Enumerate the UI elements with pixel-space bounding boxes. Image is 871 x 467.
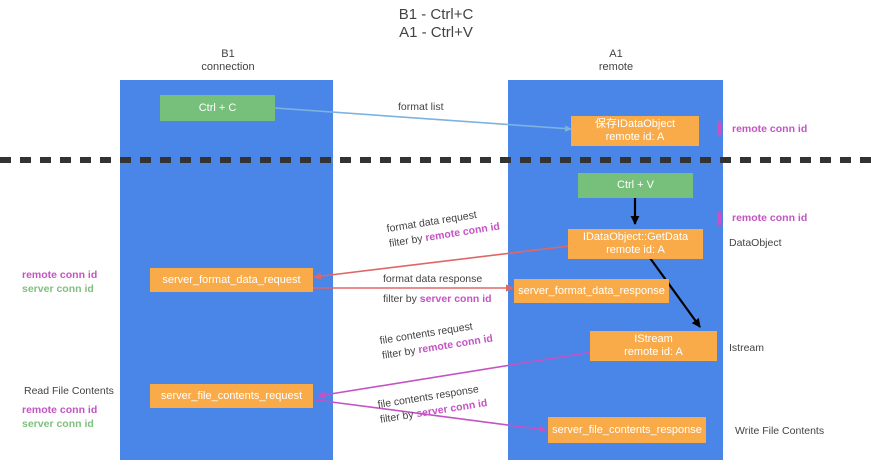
node-ctrl-c-label: Ctrl + C (198, 101, 237, 114)
page-title: B1 - Ctrl+C A1 - Ctrl+V (316, 6, 556, 42)
node-server-format-data-request-label: server_format_data_request (162, 273, 301, 286)
annotation-left-remote-conn-id-mid: remote conn id (22, 269, 98, 281)
node-ctrl-v-label: Ctrl + V (617, 179, 654, 191)
column-header-b1: B1 connection (148, 48, 308, 74)
edge-label-format-data-request: format data request filter by remote con… (386, 205, 501, 252)
annotation-left-server-conn-id-mid: server conn id (22, 283, 94, 295)
node-save-idataobject-line2: remote id: A (605, 131, 665, 143)
annotation-left-server-conn-id-bot: server conn id (22, 418, 94, 430)
edge-label-format-list-text: format list (398, 101, 444, 113)
annotation-read-file-contents: Read File Contents (24, 384, 114, 398)
edge-label-format-data-response-filter: filter by server conn id (383, 287, 492, 307)
annotation-remote-conn-id-mid-text: remote conn id (732, 212, 808, 224)
annotation-write-file-contents-text: Write File Contents (735, 425, 825, 437)
column-header-a1-sub: remote (598, 61, 634, 73)
annotation-dataobject: DataObject (729, 236, 782, 250)
node-server-file-contents-response-label: server_file_contents_response (552, 423, 702, 436)
annotation-read-file-contents-text: Read File Contents (24, 385, 114, 397)
annotation-remote-conn-id-top-text: remote conn id (732, 123, 808, 135)
node-istream-line2: remote id: A (624, 346, 683, 358)
edge-label-format-data-response: format data response filter by server co… (383, 272, 492, 307)
edge-label-file-contents-response: file contents response filter by server … (377, 381, 489, 428)
annotation-remote-conn-id-mid: remote conn id (732, 211, 807, 225)
node-server-format-data-response[interactable]: server_format_data_response (514, 279, 669, 303)
node-istream-line1: IStream (634, 333, 673, 345)
annotation-left-remote-conn-id-bot: remote conn id (22, 404, 98, 416)
column-header-a1-name: A1 (609, 48, 623, 60)
node-getdata-line2: remote id: A (606, 244, 665, 256)
node-server-file-contents-response[interactable]: server_file_contents_response (548, 417, 706, 443)
node-server-file-contents-request-label: server_file_contents_request (160, 389, 303, 402)
node-server-file-contents-request[interactable]: server_file_contents_request (150, 384, 313, 408)
node-save-idataobject-line1: 保存IDataObject (594, 118, 676, 130)
node-save-idataobject[interactable]: 保存IDataObject remote id: A (571, 116, 699, 146)
annotation-conn-ids-bottom: remote conn id server conn id (22, 403, 97, 431)
node-idataobject-getdata[interactable]: IDataObject::GetData remote id: A (568, 229, 703, 259)
node-istream[interactable]: IStream remote id: A (590, 331, 717, 361)
annotation-istream: Istream (729, 341, 764, 355)
edge-label-format-data-response-text: format data response (383, 273, 483, 285)
edge-label-file-contents-request: file contents request filter by remote c… (379, 317, 494, 364)
node-ctrl-v[interactable]: Ctrl + V (578, 173, 693, 198)
column-header-b1-sub: connection (201, 61, 255, 73)
node-server-format-data-request[interactable]: server_format_data_request (150, 268, 313, 292)
filter-key-server-conn-id: server conn id (419, 293, 492, 305)
annotation-dataobject-text: DataObject (729, 237, 782, 249)
node-ctrl-c[interactable]: Ctrl + C (160, 95, 275, 121)
column-header-b1-name: B1 (221, 48, 235, 60)
annotation-remote-conn-id-top: remote conn id (732, 122, 807, 136)
column-header-a1: A1 remote (536, 48, 696, 74)
title-line-1: B1 - Ctrl+C (398, 6, 474, 23)
title-line-2: A1 - Ctrl+V (399, 24, 473, 41)
node-server-format-data-response-label: server_format_data_response (518, 284, 665, 297)
edge-label-format-list: format list (398, 100, 444, 115)
annotation-conn-ids-mid: remote conn id server conn id (22, 268, 97, 296)
annotation-write-file-contents: Write File Contents (735, 424, 824, 438)
annotation-istream-text: Istream (729, 342, 765, 354)
filter-prefix: filter by (383, 293, 420, 305)
node-getdata-line1: IDataObject::GetData (582, 231, 689, 243)
